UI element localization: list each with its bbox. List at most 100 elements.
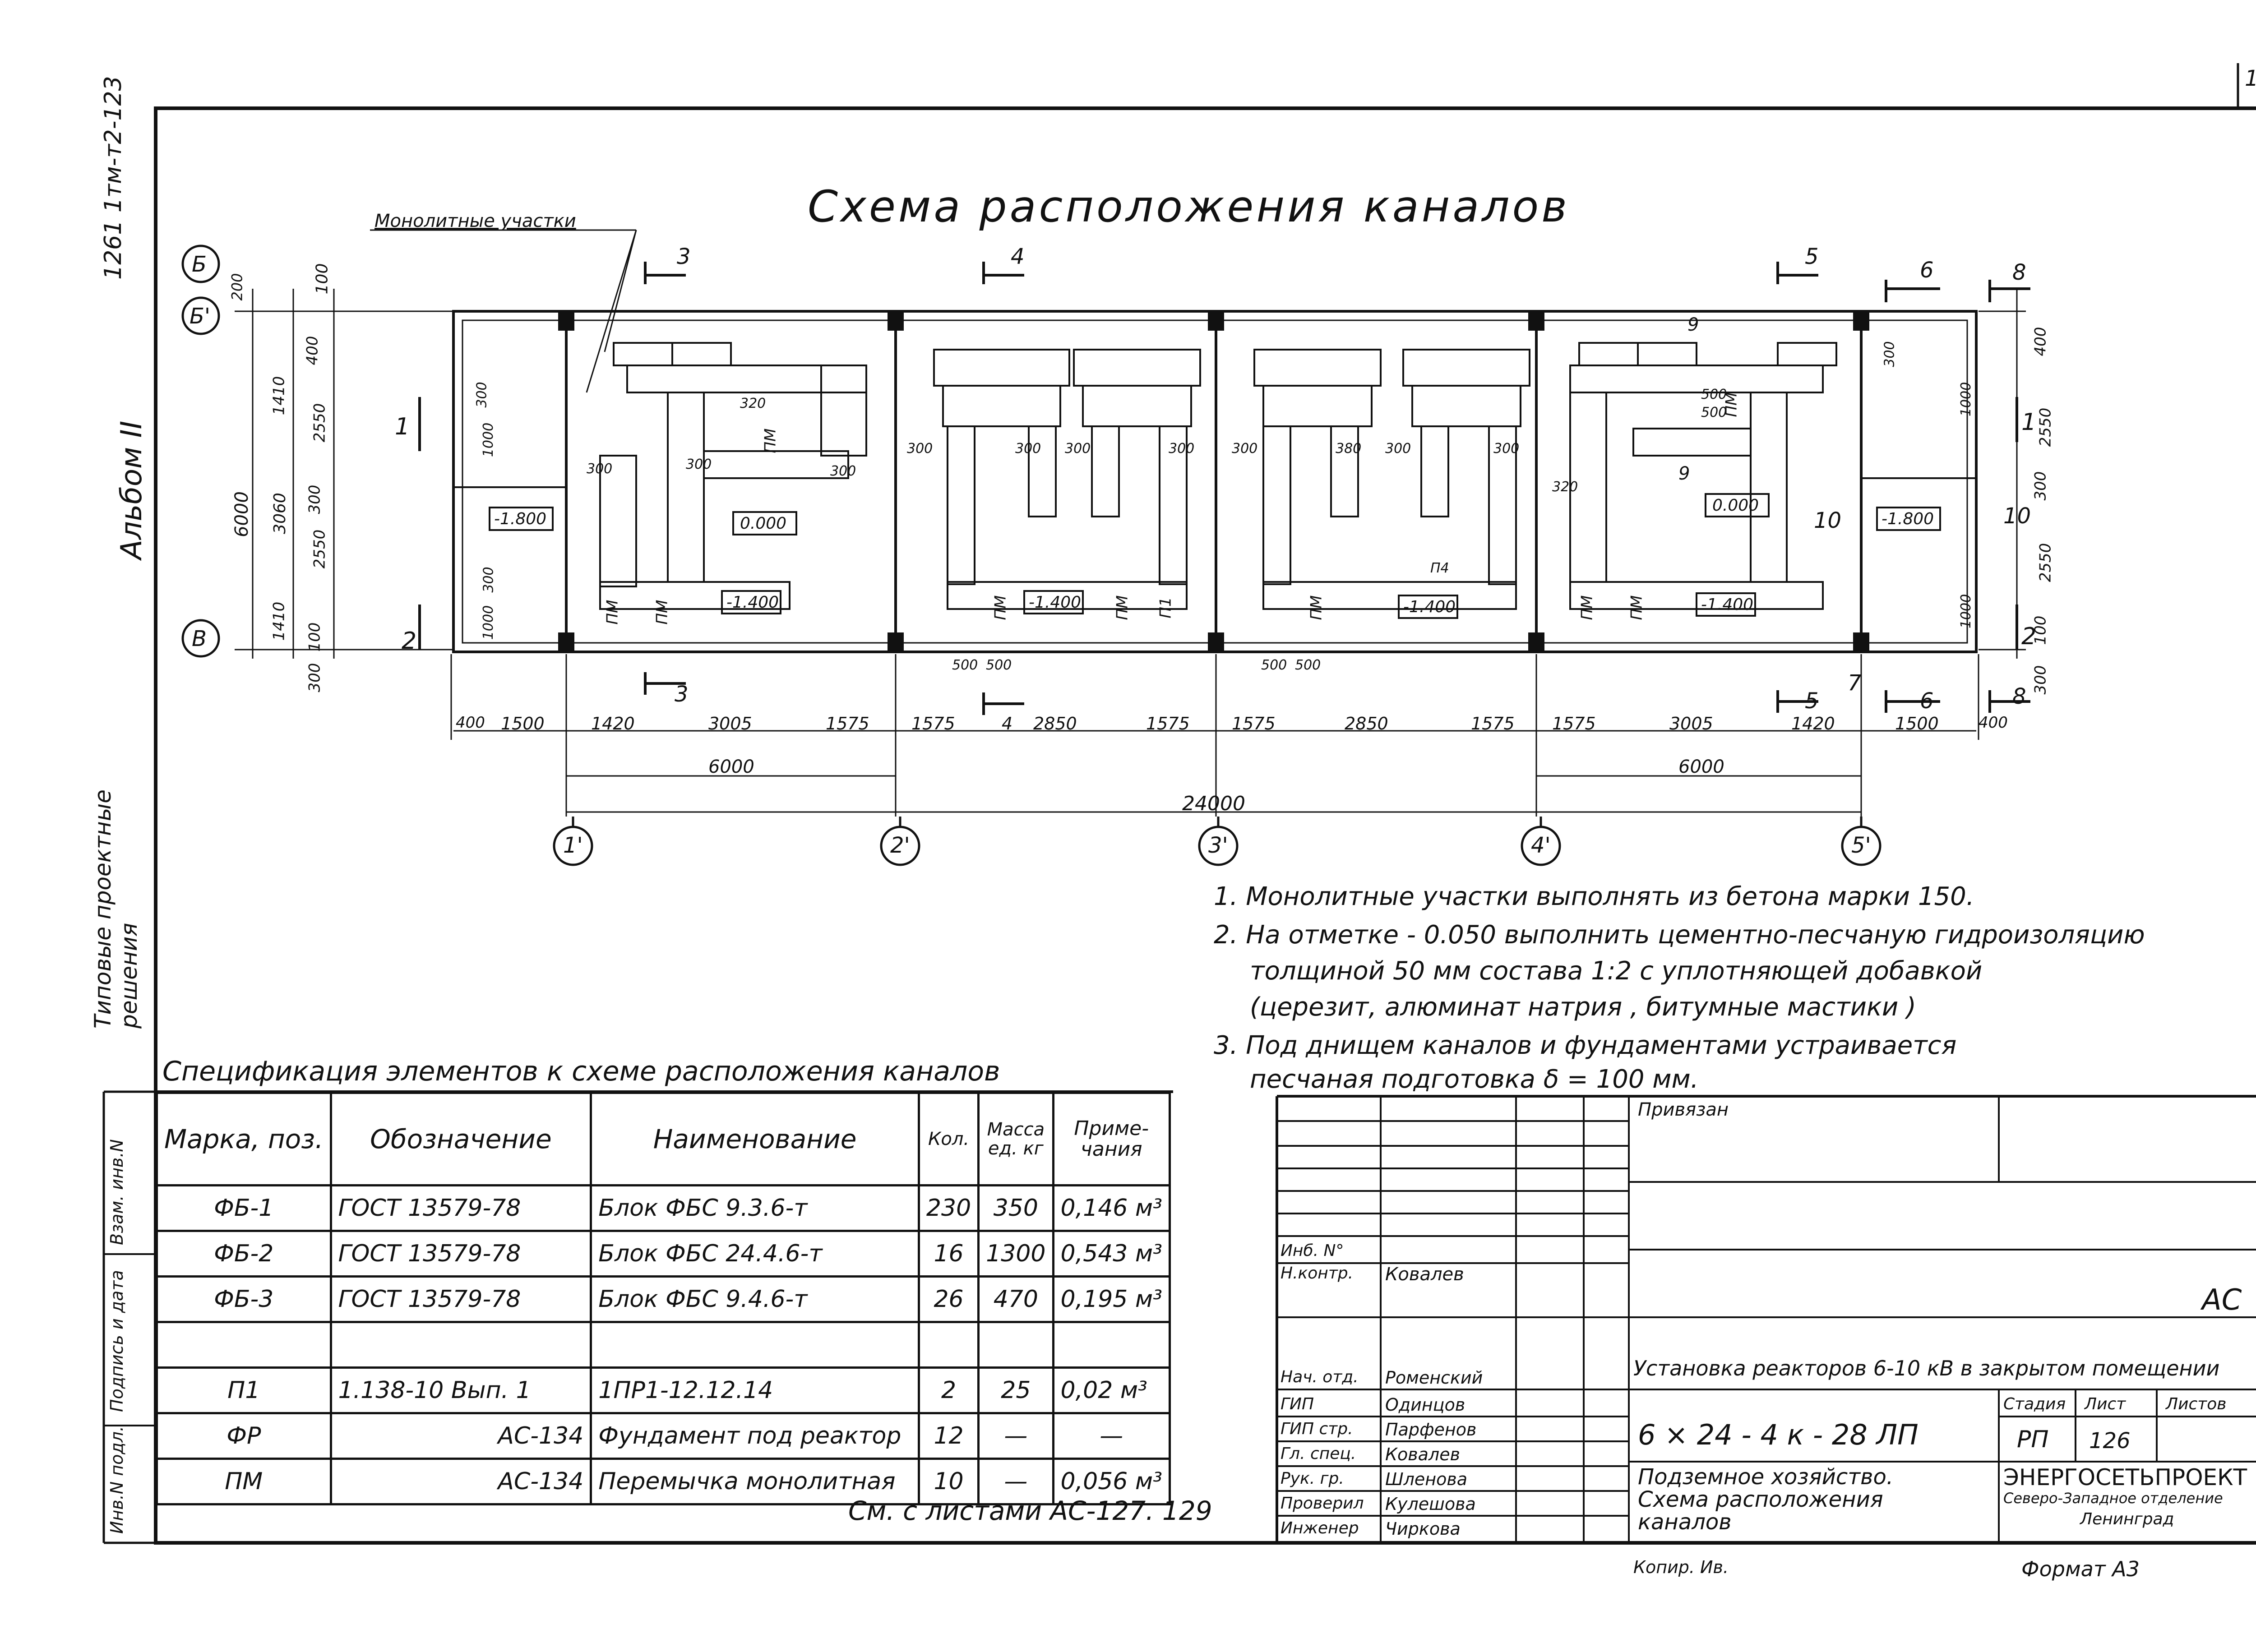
spec-cell: АС-134 — [329, 1458, 592, 1505]
section-9-bottom: 9 — [1678, 463, 1690, 484]
inner-dim: 300 — [1015, 441, 1041, 457]
spec-cell: 1300 — [977, 1230, 1054, 1278]
spec-cell: — — [1052, 1412, 1171, 1460]
inner-dim: 320 — [1552, 479, 1578, 495]
inner-dim: 300 — [587, 461, 613, 477]
inner-dim: 500 — [1261, 657, 1287, 673]
dim-bottom: 1575 — [826, 714, 869, 734]
dim-bottom: 1500 — [1895, 714, 1939, 734]
dim-bottom: 1575 — [1232, 714, 1276, 734]
spec-header: Марка, поз. — [156, 1092, 332, 1186]
axis-bubbles — [181, 245, 1882, 866]
stamp-stage: РП — [2017, 1426, 2049, 1453]
spec-cell: 470 — [977, 1275, 1054, 1323]
spec-cell: 230 — [917, 1184, 980, 1232]
copied-label: Копир. Ив. — [1633, 1557, 1729, 1577]
elevation-bay1-bottom: -1.400 — [726, 593, 779, 612]
dim-left: 2550 — [310, 529, 329, 569]
spec-cell: 1.138-10 Вып. 1 — [329, 1366, 592, 1414]
spec-cell: Блок ФБС 9.4.6-т — [590, 1275, 920, 1323]
dim-bottom: 400 — [456, 714, 485, 732]
section-5-top: 5 — [1805, 244, 1819, 269]
inner-dim: 1000 — [481, 422, 497, 457]
inner-dim: 500 — [1701, 387, 1727, 402]
spec-cell: ПМ — [156, 1458, 332, 1505]
dim-left: 300 — [305, 663, 324, 692]
spec-cell: — — [977, 1412, 1054, 1460]
dim-bottom: 1575 — [1552, 714, 1596, 734]
inner-dim: 500 — [986, 657, 1012, 673]
spec-cell: Фундамент под реактор — [590, 1412, 920, 1460]
section-6-bottom: 6 — [1920, 688, 1934, 714]
spec-cell: ФБ-2 — [156, 1230, 332, 1278]
dim-right: 100 — [2031, 615, 2050, 645]
strip-inv-label: Инв.N подл. — [107, 1426, 127, 1534]
dim-left: 1410 — [270, 376, 288, 415]
inner-dim: 300 — [1169, 441, 1195, 457]
stamp-person: Роменский — [1385, 1368, 1483, 1388]
stamp-org-1: ЭНЕРГОСЕТЬПРОЕКТ — [2003, 1464, 2247, 1490]
elevation-bay1-top: 0.000 — [740, 514, 787, 533]
stamp-person: Ковалев — [1385, 1264, 1464, 1285]
inner-dim: 300 — [830, 463, 856, 479]
format-label: Формат А3 — [2021, 1557, 2140, 1581]
dim-left-3060: 3060 — [270, 493, 289, 534]
dim-bottom: 400 — [1979, 714, 2008, 732]
axis-letter-b-prime: Б' — [190, 304, 211, 329]
spec-cell: 1ПР1-12.12.14 — [590, 1366, 920, 1414]
stamp-desc-2: Схема расположения — [1638, 1487, 1883, 1512]
spec-header: Обозначение — [329, 1092, 592, 1186]
spec-cell: 0,195 м³ — [1052, 1275, 1171, 1323]
inner-dim: 300 — [481, 567, 497, 593]
elevation-bay4-bottom: -1.400 — [1701, 595, 1754, 614]
inner-dim: 500 — [1701, 405, 1727, 420]
stamp-role: ГИП стр. — [1281, 1420, 1353, 1438]
stamp-org-3: Ленинград — [2080, 1510, 2174, 1528]
section-1-left: 1 — [395, 413, 410, 440]
section-3-bottom: 3 — [675, 682, 689, 707]
spec-cell: 16 — [917, 1230, 980, 1278]
spec-cell — [917, 1321, 980, 1369]
stamp-inv: Инб. N° — [1281, 1241, 1344, 1260]
axis-number-4: 4' — [1531, 833, 1551, 858]
dim-bottom: 1575 — [911, 714, 955, 734]
dim-bottom: 2850 — [1345, 714, 1388, 734]
spec-cell: 0,02 м³ — [1052, 1366, 1171, 1414]
stamp-doc-code: 6 × 24 - 4 к - 28 ЛП — [1638, 1418, 1919, 1451]
stamp-privyazan: Привязан — [1638, 1099, 1729, 1120]
title-block: Привязан Инб. N° АС Установка реакторов … — [1277, 1096, 2256, 1543]
elevation-bay4-top: 0.000 — [1712, 496, 1759, 515]
sheet-number: 122 — [2245, 68, 2256, 89]
spec-cell — [1052, 1321, 1171, 1369]
axis-letter-v: В — [192, 626, 207, 651]
spec-cell: 25 — [977, 1366, 1054, 1414]
inner-dim: 300 — [1065, 441, 1091, 457]
spec-cell: ГОСТ 13579-78 — [329, 1184, 592, 1232]
dim-bottom: 2850 — [1033, 714, 1077, 734]
stamp-role: Инженер — [1281, 1519, 1359, 1537]
inner-dim: 1000 — [1958, 594, 1974, 629]
note-2-cont2: (церезит, алюминат натрия , битумные мас… — [1250, 992, 1916, 1022]
spec-cell: 10 — [917, 1458, 980, 1505]
see-sheets-note: См. с листами АС-127. 129 — [848, 1495, 1212, 1526]
inner-dim: 500 — [1295, 657, 1321, 673]
spec-header: Приме- чания — [1052, 1092, 1171, 1186]
elevation-left: -1.800 — [494, 510, 547, 528]
spec-cell: ГОСТ 13579-78 — [329, 1275, 592, 1323]
elevation-bay3: -1.400 — [1403, 598, 1456, 616]
spec-cell: 0,146 м³ — [1052, 1184, 1171, 1232]
inner-dim: 300 — [686, 457, 712, 472]
strip-replace-label: Взам. инв.N — [107, 1139, 127, 1245]
p1-label: П1 — [1156, 597, 1175, 618]
stamp-desc-3: каналов — [1638, 1509, 1732, 1535]
spec-cell: Блок ФБС 24.4.6-т — [590, 1230, 920, 1278]
note-3: 3. Под днищем каналов и фундаментами уст… — [1214, 1031, 1957, 1060]
dim-right: 2550 — [2036, 543, 2055, 582]
channel-plan — [452, 310, 1978, 653]
pm-label: ПМ — [761, 428, 780, 453]
dimension-lines — [235, 229, 2026, 817]
spec-cell: Блок ФБС 9.3.6-т — [590, 1184, 920, 1232]
spec-row: П1 1.138-10 Вып. 1 1ПР1-12.12.14 2 25 0,… — [156, 1366, 1171, 1414]
stamp-org-2: Северо-Западное отделение — [2003, 1490, 2223, 1507]
channel-blocks — [599, 342, 1837, 610]
